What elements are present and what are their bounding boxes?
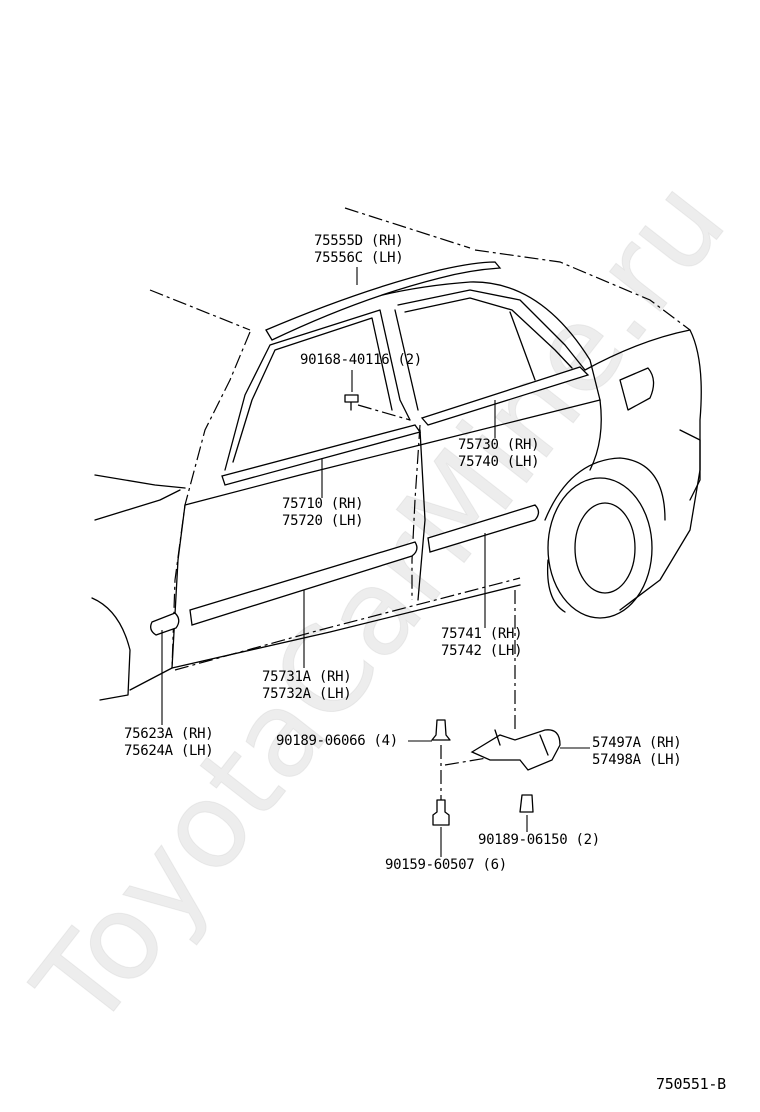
belt-line (184, 399, 601, 506)
front-sill (129, 667, 173, 691)
rear-door-side-moulding (427, 504, 540, 553)
figure-id: 750551-B (656, 1075, 726, 1093)
bolt-60507-icon (432, 799, 450, 826)
front-window-inner (232, 317, 393, 463)
hood-line (94, 474, 186, 489)
part-label-75741: 75741 (RH) 75742 (LH) (441, 626, 523, 659)
part-label-90189-06066: 90189-06066 (4) (276, 733, 398, 749)
part-label-75731a: 75731A (RH) 75732A (LH) (262, 669, 352, 702)
b-pillar-phantom-line (411, 424, 421, 600)
windshield-phantom-line (149, 289, 251, 331)
door-bottom (171, 584, 521, 669)
part-label-75555d: 75555D (RH) 75556C (LH) (314, 233, 404, 266)
rear-wheel-rim (574, 502, 636, 594)
tire-sidewall (546, 559, 566, 613)
part-label-90189-06150: 90189-06150 (2) (478, 832, 600, 848)
door-gap (417, 429, 426, 601)
clip-06150-icon (519, 794, 534, 813)
roof-phantom-line (344, 207, 471, 249)
wheel-arch (544, 457, 666, 521)
part-label-75623a: 75623A (RH) 75624A (LH) (124, 726, 214, 759)
quarter-glass-divider (509, 311, 536, 381)
part-label-90168-40116: 90168-40116 (2) (300, 352, 422, 368)
bracket-detail (494, 729, 549, 756)
rear-belt-moulding (420, 366, 590, 426)
rear-wheel-tire (547, 477, 653, 619)
front-fender (91, 597, 131, 701)
front-door-side-moulding (189, 541, 418, 626)
a-pillar-phantom-line (171, 331, 251, 669)
front-window (224, 309, 411, 471)
fuel-door (619, 367, 655, 411)
rear-body (584, 329, 702, 611)
part-label-90159-60507: 90159-60507 (6) (385, 857, 507, 873)
rear-window-inner (404, 297, 573, 369)
rear-window (397, 289, 586, 371)
front-door-edge (171, 504, 186, 669)
part-label-57497a: 57497A (RH) 57498A (LH) (592, 735, 682, 768)
rocker-bracket (470, 729, 561, 771)
tail-lamp (679, 429, 701, 501)
clip-phantom-line (357, 404, 411, 421)
drip-moulding (265, 261, 502, 341)
quarter-panel (589, 399, 602, 471)
clip-06066-icon (431, 719, 451, 741)
roof-rear-phantom-line (474, 249, 691, 331)
b-pillar-front (394, 309, 419, 411)
fender-moulding (150, 612, 180, 636)
part-label-75710: 75710 (RH) 75720 (LH) (282, 496, 364, 529)
clip-40116-icon (344, 394, 359, 411)
part-label-75730: 75730 (RH) 75740 (LH) (458, 437, 540, 470)
front-belt-moulding (221, 424, 422, 486)
hood-edge (94, 489, 181, 521)
